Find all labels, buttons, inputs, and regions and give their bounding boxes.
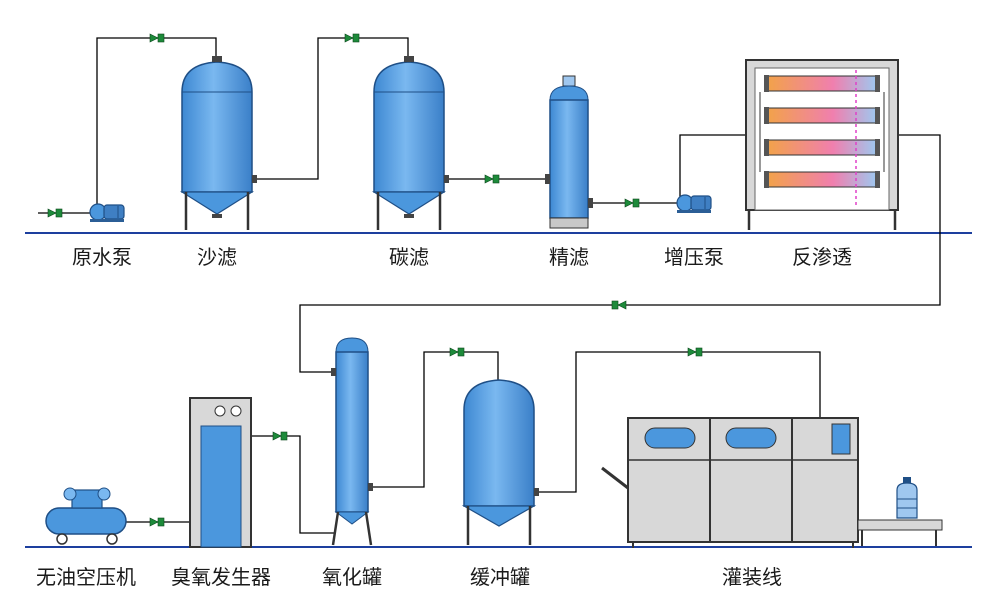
label-ozone-generator: 臭氧发生器 <box>171 565 271 589</box>
oil-free-compressor-icon <box>45 487 127 545</box>
label-buffer-tank: 缓冲罐 <box>470 565 530 589</box>
inline-valves <box>47 33 703 527</box>
booster-pump-icon <box>676 194 712 213</box>
carbon-filter-tank-icon <box>371 56 449 230</box>
label-oil-free-compressor: 无油空压机 <box>36 565 136 589</box>
oxidation-tank-icon <box>331 337 373 546</box>
label-filling-line: 灌装线 <box>722 565 782 589</box>
water-bottle-icon <box>896 477 918 519</box>
sand-filter-tank-icon <box>179 56 257 230</box>
ozone-generator-icon <box>189 397 252 548</box>
label-precision-filter: 精滤 <box>549 245 589 269</box>
raw-water-pump-icon <box>89 203 125 222</box>
buffer-tank-icon <box>461 379 539 545</box>
label-booster-pump: 增压泵 <box>664 245 724 269</box>
reverse-osmosis-unit-icon <box>745 59 899 230</box>
filling-line-machine-icon <box>601 417 943 548</box>
precision-filter-icon <box>545 75 593 229</box>
label-sand-filter: 沙滤 <box>197 245 237 269</box>
label-raw-water-pump: 原水泵 <box>72 245 132 269</box>
label-reverse-osmosis: 反渗透 <box>792 245 852 269</box>
label-oxidation-tank: 氧化罐 <box>322 565 382 589</box>
label-carbon-filter: 碳滤 <box>389 245 429 269</box>
